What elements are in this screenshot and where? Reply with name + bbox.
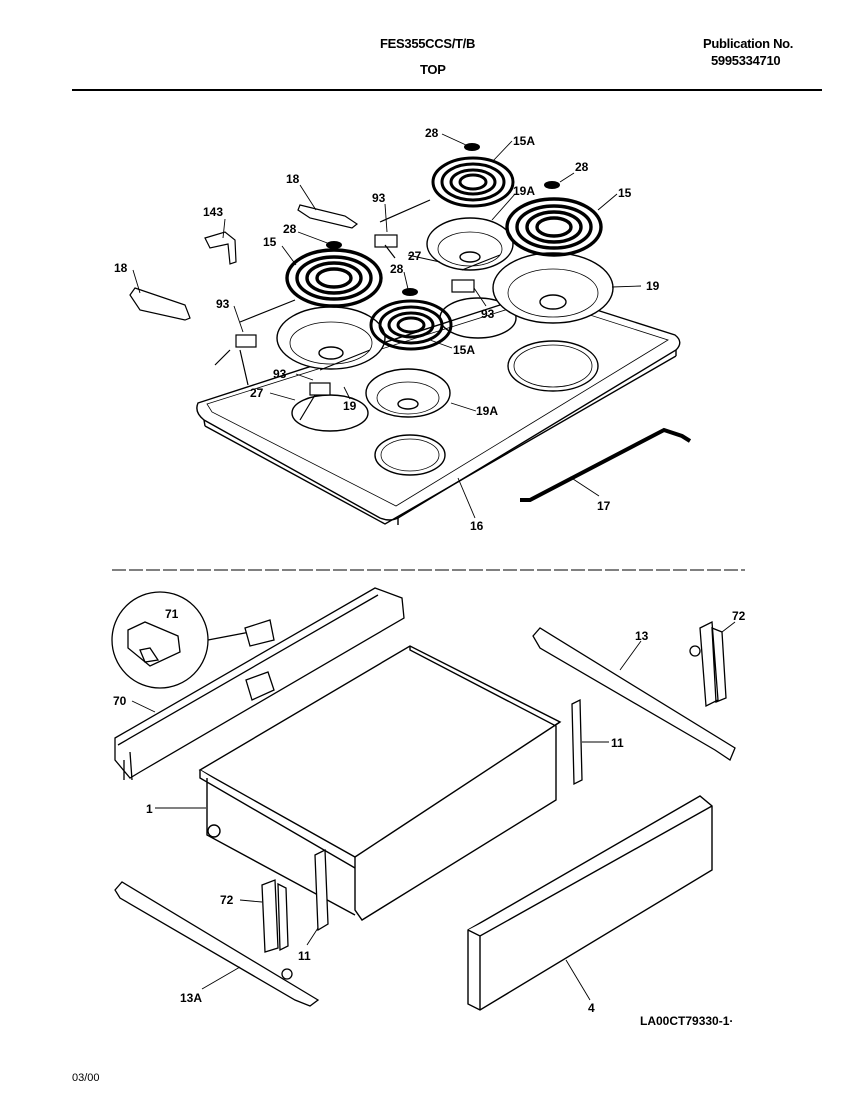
callout: 19 bbox=[646, 279, 660, 293]
brackets-and-receptacles bbox=[129, 199, 501, 421]
callout: 93 bbox=[273, 367, 287, 381]
callout: 28 bbox=[425, 126, 439, 140]
callout: 4 bbox=[588, 1001, 595, 1015]
trim-rod bbox=[520, 427, 692, 502]
callout: 72 bbox=[732, 609, 746, 623]
callout-labels: 28 15A 28 19A 15 18 93 143 28 15 27 18 2… bbox=[113, 126, 746, 1015]
callout: 13A bbox=[180, 991, 202, 1005]
drawer-front-panel bbox=[467, 795, 713, 1011]
callout: 19A bbox=[513, 184, 535, 198]
callout: 28 bbox=[575, 160, 589, 174]
callout: 72 bbox=[220, 893, 234, 907]
detail-inset bbox=[111, 591, 251, 689]
callout: 93 bbox=[372, 191, 386, 205]
callout: 11 bbox=[611, 736, 624, 750]
model-number: FES355CCS/T/B bbox=[380, 36, 476, 51]
callout: 28 bbox=[390, 262, 404, 276]
callout: 18 bbox=[286, 172, 300, 186]
callout: 19A bbox=[476, 404, 498, 418]
coil-elements bbox=[285, 156, 603, 351]
callout: 15A bbox=[453, 343, 475, 357]
callout: 27 bbox=[408, 249, 422, 263]
callout: 1 bbox=[146, 802, 153, 816]
callout: 70 bbox=[113, 694, 127, 708]
leader-lines-bottom bbox=[131, 621, 736, 1001]
section-title: TOP bbox=[420, 62, 446, 77]
drawer-body bbox=[198, 645, 562, 921]
bottom-rails bbox=[114, 627, 736, 1007]
footer-date: 03/00 bbox=[72, 1072, 100, 1084]
publication-number: 5995334710 bbox=[711, 53, 781, 68]
callout: 16 bbox=[470, 519, 484, 533]
rail-left bbox=[114, 587, 405, 781]
callout: 27 bbox=[250, 386, 264, 400]
publication-label: Publication No. bbox=[703, 36, 794, 51]
callout: 28 bbox=[283, 222, 297, 236]
callout: 11 bbox=[298, 949, 311, 963]
callout: 93 bbox=[481, 307, 495, 321]
leader-lines-top bbox=[132, 133, 642, 519]
callout: 71 bbox=[165, 607, 179, 621]
callout: 13 bbox=[635, 629, 649, 643]
bottom-brackets bbox=[261, 620, 727, 980]
callout: 19 bbox=[343, 399, 357, 413]
callout: 15 bbox=[263, 235, 277, 249]
header-rule bbox=[72, 89, 822, 91]
hardware-discs bbox=[326, 143, 560, 296]
callout: 18 bbox=[114, 261, 128, 275]
callout: 17 bbox=[597, 499, 611, 513]
callout: 93 bbox=[216, 297, 230, 311]
callout: 143 bbox=[203, 205, 223, 219]
callout: 15 bbox=[618, 186, 632, 200]
callout: 15A bbox=[513, 134, 535, 148]
cooktop-panel bbox=[196, 291, 681, 525]
drawing-id: LA00CT79330-1· bbox=[640, 1014, 734, 1028]
